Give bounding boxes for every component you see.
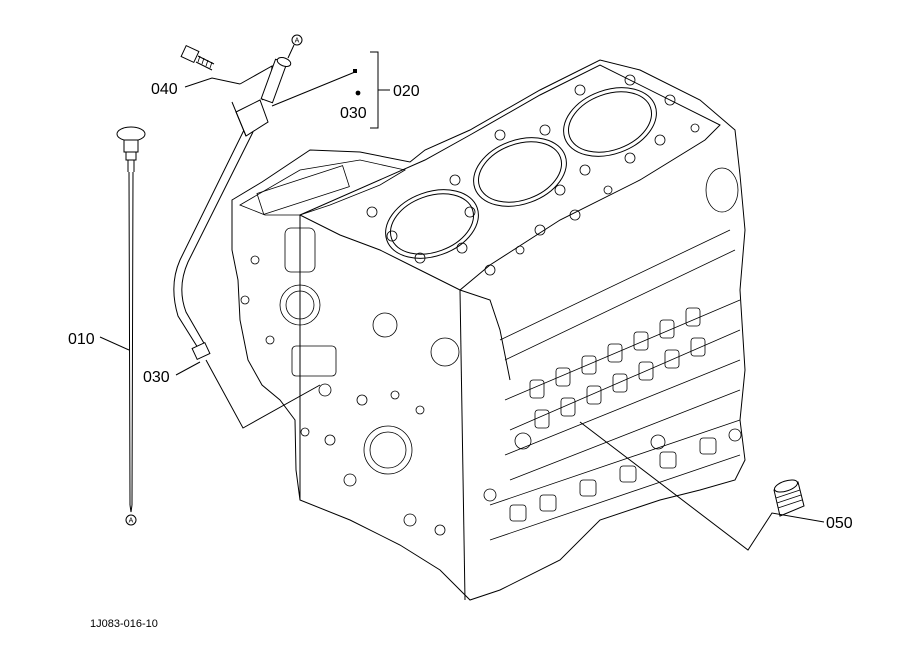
bolt [180,44,215,71]
svg-text:A: A [129,518,134,525]
label-040: 040 [151,81,178,98]
svg-text:A: A [295,38,300,45]
label-030-kit: 030 [340,105,367,122]
dipstick-guide-tube [173,57,292,361]
plug [773,479,805,517]
label-050: 050 [826,515,853,532]
dipstick [116,126,146,513]
marker-a-bottom: A [125,514,137,526]
label-020: 020 [393,83,420,100]
marker-a-top: A [287,34,303,59]
label-030-tube: 030 [143,369,170,386]
label-010: 010 [68,331,95,348]
diagram-reference-code: 1J083-016-10 [90,618,158,630]
engine-block [231,59,746,601]
leader-lines [99,51,825,551]
